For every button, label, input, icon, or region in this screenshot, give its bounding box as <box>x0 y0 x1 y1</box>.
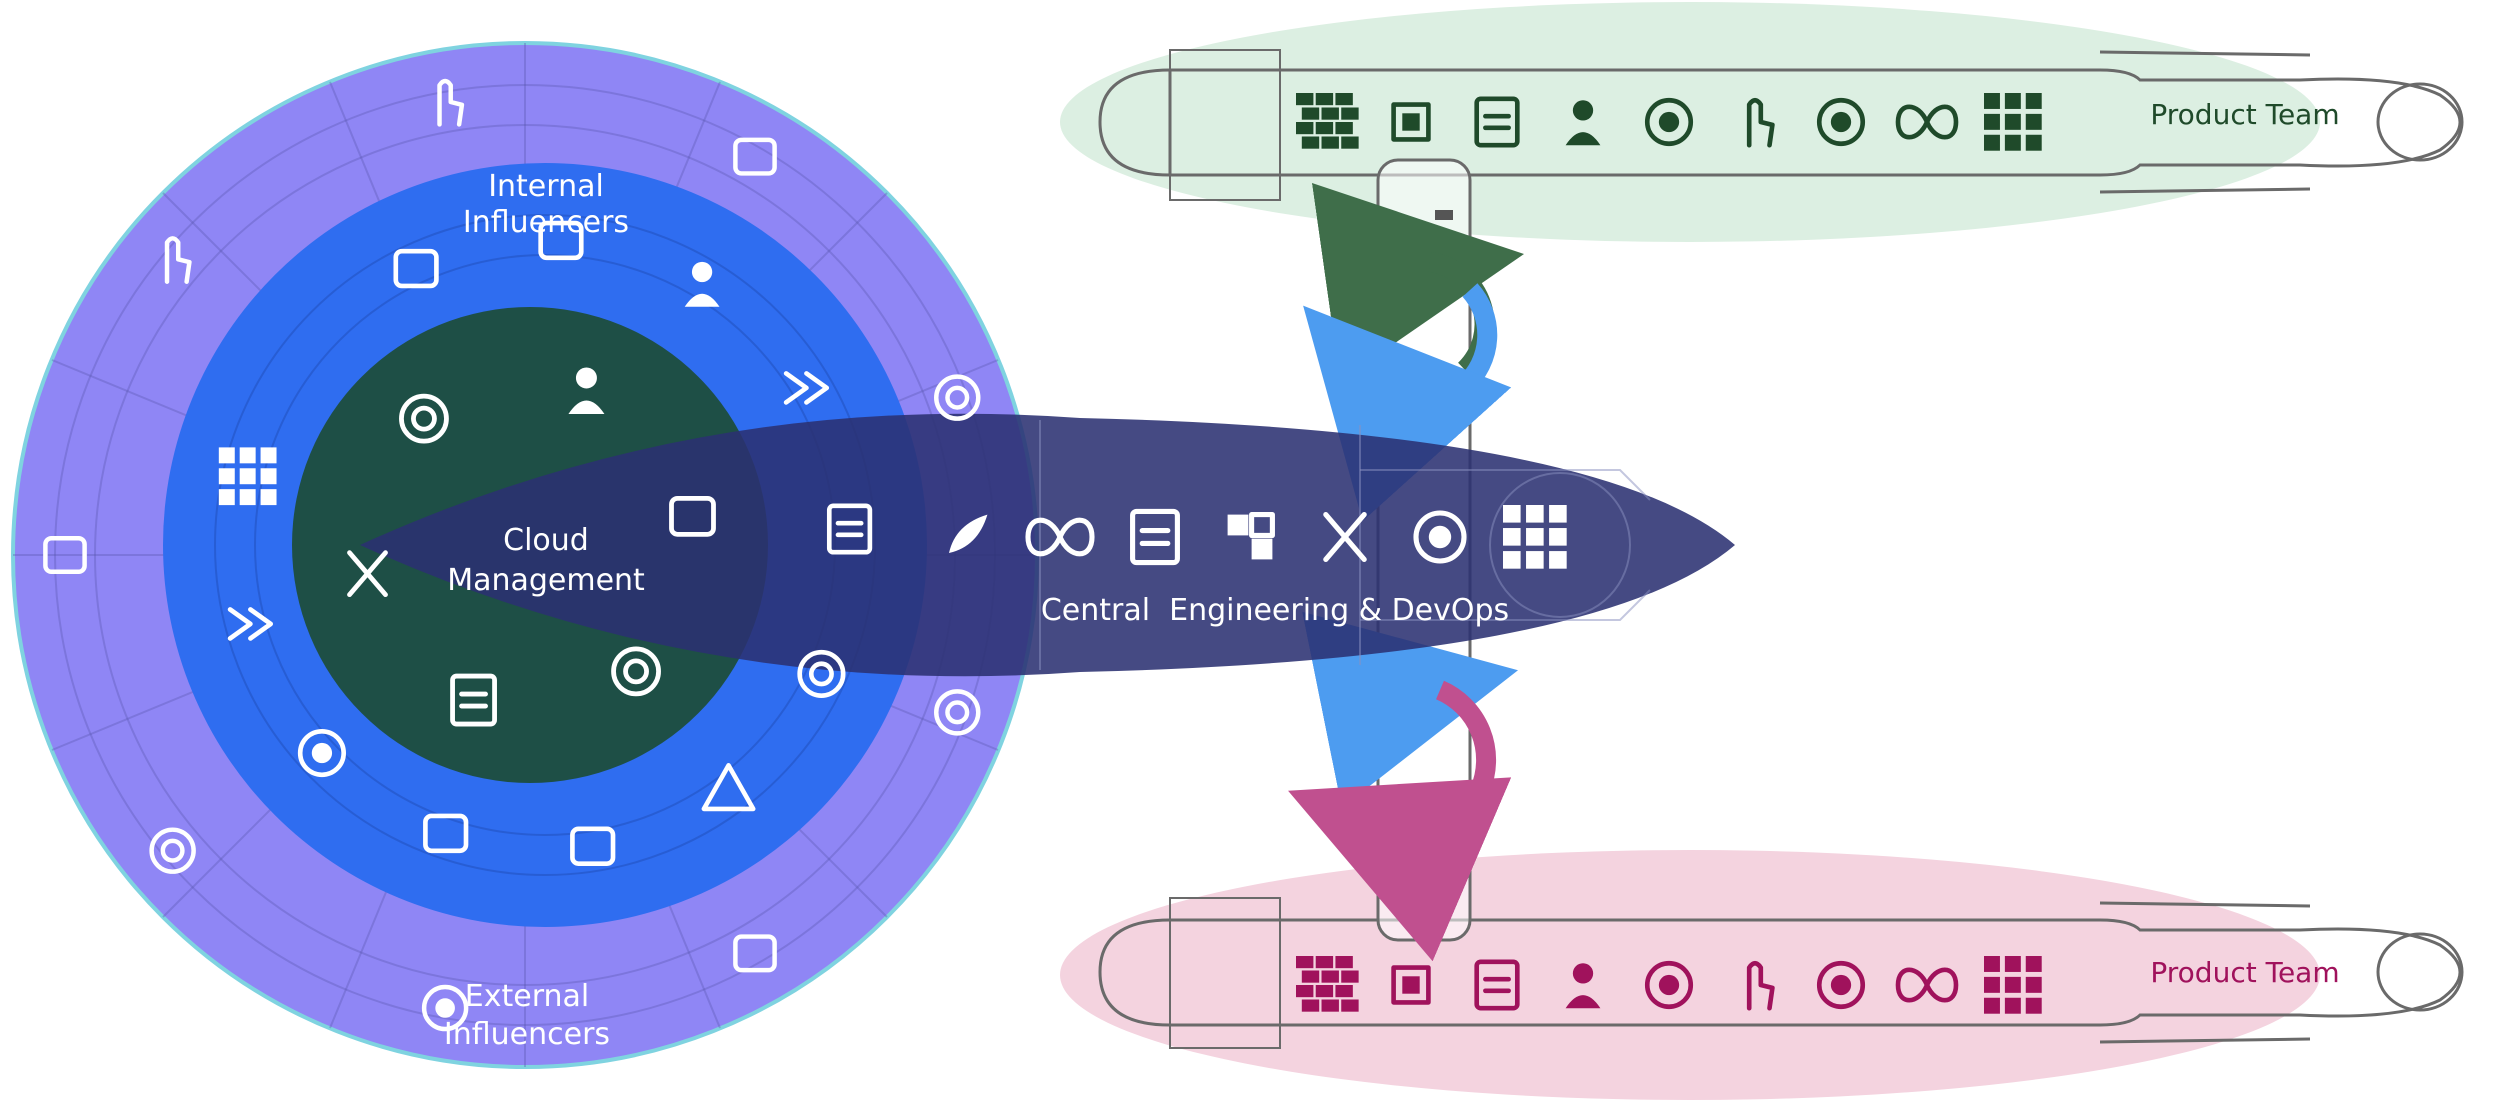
puzzle-icon <box>1227 512 1275 560</box>
coins-dollar-icon <box>538 220 584 261</box>
bottom-sync-cycle-icon <box>1288 611 1519 962</box>
cloud-management-label-line1: Cloud <box>503 523 589 558</box>
code-window-icon <box>1130 508 1180 566</box>
bottom-team-label: Product Team <box>2150 956 2339 989</box>
kanban-board-icon <box>1984 93 2042 151</box>
exit-arrow-icon <box>783 371 830 405</box>
tools-icon <box>1323 512 1367 562</box>
top-team-label: Product Team <box>2150 98 2339 131</box>
infinity-icon <box>1895 967 1959 1003</box>
top-team-pod: Product Team <box>1060 2 2464 242</box>
bottom-team-icons <box>1296 956 2042 1014</box>
gear-icon <box>1816 960 1866 1010</box>
scrum-cycle-icon <box>1644 97 1694 147</box>
code-window-icon <box>1474 959 1520 1011</box>
team-cycle-icon <box>421 984 469 1032</box>
robot-icon <box>1565 100 1601 146</box>
gear-cycle-icon <box>1413 510 1467 564</box>
team-people-icon <box>568 367 605 414</box>
globe-network-icon <box>611 646 661 697</box>
thumbs-up-icon <box>437 78 465 127</box>
growth-chart-icon <box>43 535 87 575</box>
medal-icon <box>797 649 846 698</box>
central-engineering-icons <box>949 505 1567 569</box>
infinity-icon <box>1895 104 1959 140</box>
ceo-sign-icon <box>423 813 469 854</box>
brick-wall-icon <box>1296 956 1359 1012</box>
touch-icon <box>1746 960 1775 1011</box>
checklist-document-icon <box>450 673 497 727</box>
circle-icons <box>43 78 981 1032</box>
scrum-cycle-icon <box>1644 960 1694 1010</box>
network-node-icon <box>399 393 449 444</box>
stopwatch-icon <box>149 827 196 874</box>
cloud-management-label-line2: Management <box>447 563 645 598</box>
internal-influencers-label-line1: Internal <box>488 169 604 204</box>
scrum-cycle-icon <box>297 728 347 778</box>
chevrons-forward-icon <box>227 607 274 641</box>
handshake-icon <box>164 236 192 284</box>
external-influencers-label-line2: Influencers <box>444 1017 610 1052</box>
central-engineering-label: Central Engineering & DevOps <box>1041 593 1509 628</box>
top-sync-cycle-icon <box>1302 183 1524 522</box>
touch-icon <box>1746 97 1775 148</box>
kanban-board-icon <box>1503 505 1567 569</box>
target-icon <box>934 374 981 421</box>
chip-icon <box>1391 102 1431 142</box>
robot-icon <box>1565 963 1601 1009</box>
top-team-icons <box>1296 93 2042 151</box>
central-engineering-band <box>360 413 1735 677</box>
kanban-board-icon <box>218 447 277 506</box>
documents-stack-icon <box>826 503 873 555</box>
code-window-icon <box>1474 96 1520 148</box>
brick-wall-icon <box>1296 93 1359 149</box>
award-medal-icon <box>934 689 981 736</box>
chip-icon <box>1391 965 1431 1005</box>
dashboard-panel-icon <box>669 495 716 537</box>
external-influencers-label-line1: External <box>465 979 589 1014</box>
traffic-light-icon <box>570 826 616 866</box>
signpost-icon <box>393 248 439 289</box>
top-team-hull <box>1098 68 2462 177</box>
lightbulb-person-icon <box>684 261 720 307</box>
binary-chat-icon <box>733 137 777 176</box>
scissors-cut-icon <box>347 550 388 598</box>
bottom-team-hull <box>1098 918 2462 1027</box>
brain-icon <box>733 934 777 973</box>
warning-triangle-icon <box>701 763 756 812</box>
bottom-team-pod: Product Team <box>1060 850 2464 1100</box>
rocket-icon <box>949 514 988 553</box>
kanban-board-icon <box>1984 956 2042 1014</box>
gear-icon <box>1816 97 1866 147</box>
infinity-icon <box>1025 517 1095 557</box>
